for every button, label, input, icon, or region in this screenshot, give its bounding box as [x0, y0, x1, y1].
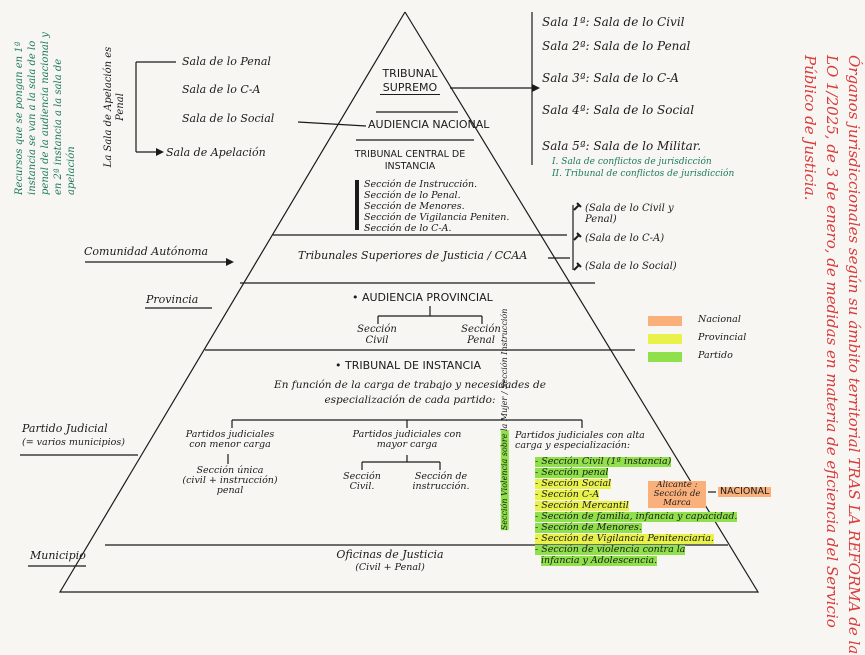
ts-title-1: TRIBUNAL	[382, 67, 438, 80]
alta-item: - Sección C-A	[535, 489, 600, 500]
diagram-page: Órganos jurisdiccionales según su ámbito…	[14, 11, 863, 654]
alta-item: - Sección penal	[535, 467, 609, 478]
an-sala: Sala de lo Penal	[182, 55, 271, 68]
legend-label-provincial: Provincial	[698, 332, 747, 343]
apelacion-group-label: La Sala de Apelación es Penal	[103, 46, 126, 168]
alta-item: - Sección de Menores.	[535, 522, 642, 533]
legend-swatch-provincial	[648, 334, 682, 344]
ts-especial: II. Tribunal de conflictos de jurisdicci…	[552, 169, 735, 179]
ts-sala: Sala 5ª: Sala de lo Militar.	[542, 139, 702, 153]
gavel-icon	[573, 262, 582, 271]
nacional-tag: NACIONAL	[718, 486, 772, 497]
alta-item: - Sección Civil (1ª instancia)	[535, 456, 672, 467]
legend-swatch-nacional	[648, 316, 682, 326]
alta-item: - Sección de familia, infancia y capacid…	[535, 511, 738, 522]
menor-resultado: Sección única(civil + instrucción)penal	[182, 465, 278, 496]
tci-seccion: Sección de Menores.	[364, 201, 465, 212]
alta-item: - Sección de Vigilancia Penitenciaria.	[535, 533, 714, 544]
vertical-title: Órganos jurisdiccionales según su ámbito…	[801, 55, 863, 655]
legend-label-nacional: Nacional	[698, 314, 741, 325]
legend-label-partido: Partido	[698, 350, 733, 361]
ti-subtitle-1: En función de la carga de trabajo y nece…	[274, 379, 546, 391]
alta-item: - Sección Mercantil	[535, 500, 629, 511]
gavel-icon	[573, 202, 582, 211]
legend-swatch-partido	[648, 352, 682, 362]
ts-sala: Sala 4ª: Sala de lo Social	[542, 103, 695, 117]
ts-title-2: SUPREMO	[380, 82, 440, 95]
tci-title-1: TRIBUNAL CENTRAL DE	[354, 149, 466, 160]
pyramid-lines	[20, 11, 760, 593]
vertical-tags: Sección Violencia sobre la Mujer / Secci…	[499, 308, 510, 531]
ccaa-sala: (Sala de lo Civil y Penal)	[585, 203, 674, 225]
tci-seccion: Sección de Instrucción.	[364, 179, 478, 190]
ccaa-title: Tribunales Superiores de Justicia / CCAA	[298, 249, 528, 262]
provincia-row-label: Provincia	[146, 293, 199, 306]
ts-especial: I. Sala de conflictos de jurisdicción	[552, 157, 712, 167]
ap-title: • AUDIENCIA PROVINCIAL	[352, 291, 493, 304]
alta-item: - Sección Social	[535, 478, 612, 489]
alta-item: infancia y Adolescencia.	[541, 555, 658, 566]
tci-title-2: INSTANCIA	[384, 161, 436, 172]
ts-sala: Sala 3ª: Sala de lo C-A	[542, 71, 679, 85]
an-apelacion: Sala de Apelación	[166, 146, 266, 159]
tci-seccion: Sección de Vigilancia Peniten.	[364, 212, 510, 223]
partido-row-label-1: Partido Judicial	[22, 422, 108, 435]
an-title: AUDIENCIA NACIONAL	[368, 118, 490, 131]
side-note: Recursos que se pongan en 1ª instancia s…	[14, 32, 77, 195]
municipio-row-label: Municipio	[30, 549, 86, 562]
ts-sala: Sala 1ª: Sala de lo Civil	[542, 15, 685, 29]
ti-title: • TRIBUNAL DE INSTANCIA	[335, 359, 482, 372]
an-sala: Sala de lo C-A	[182, 83, 261, 96]
alta-item: - Sección de violencia contra la	[535, 544, 686, 555]
an-sala: Sala de lo Social	[182, 112, 275, 125]
gavel-icon	[573, 232, 582, 241]
ccaa-row-label: Comunidad Autónoma	[84, 245, 209, 258]
pyramid-outline	[58, 11, 760, 593]
oficinas-justicia: Oficinas de Justicia(Civil + Penal)	[336, 548, 444, 573]
tci-seccion: Sección de lo C-A.	[364, 223, 452, 234]
tci-seccion: Sección de lo Penal.	[364, 190, 461, 201]
partido-row-label-2: (= varios municipios)	[22, 437, 125, 448]
ccaa-sala: (Sala de lo C-A)	[585, 233, 665, 244]
ti-subtitle-2: especialización de cada partido:	[324, 394, 496, 406]
ts-sala: Sala 2ª: Sala de lo Penal	[542, 39, 691, 53]
ccaa-sala: (Sala de lo Social)	[585, 261, 677, 272]
